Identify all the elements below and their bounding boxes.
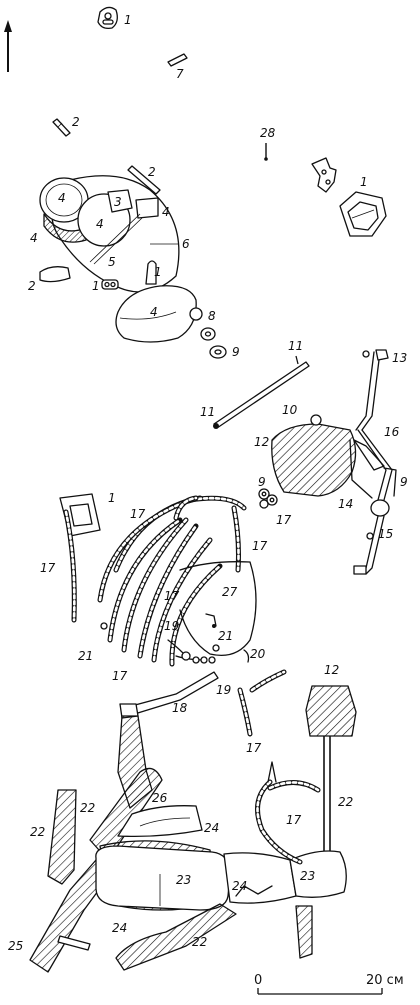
object-25	[57, 935, 91, 951]
vessel-12-hatched	[271, 414, 357, 497]
beam-22-bottom	[115, 903, 237, 971]
label-1-mid: 1	[108, 491, 116, 505]
label-12-upper: 12	[254, 435, 269, 449]
label-1-small: 1	[92, 279, 100, 293]
label-18: 18	[172, 701, 188, 715]
label-22-left: 22	[30, 825, 45, 839]
find-1-top	[97, 6, 118, 30]
label-17-rings: 17	[276, 513, 292, 527]
label-19-top: 19	[164, 619, 179, 633]
label-22-right: 22	[338, 795, 353, 809]
find-ornament-upper-right	[311, 157, 337, 193]
find-1-hook	[145, 260, 157, 285]
label-9-right: 9	[400, 475, 408, 489]
label-26: 26	[152, 791, 168, 805]
label-4-c: 4	[162, 205, 170, 219]
label-24-bottom: 24	[112, 921, 127, 935]
label-4-b: 4	[96, 217, 104, 231]
find-2-lower	[39, 266, 71, 283]
label-8: 8	[208, 309, 216, 323]
label-2-upper: 2	[72, 115, 80, 129]
scale-start-label: 0	[254, 973, 262, 988]
label-17-bottom-left: 17	[112, 669, 128, 683]
label-19-lower: 19	[216, 683, 231, 697]
label-1-hook: 1	[154, 265, 162, 279]
scale-bar	[257, 988, 383, 995]
label-22-bottom: 22	[192, 935, 207, 949]
rod-10	[213, 355, 310, 429]
rings-9-17	[258, 488, 278, 509]
object-27	[179, 561, 257, 657]
find-1-small	[101, 279, 119, 290]
find-1-buckle-right	[339, 191, 387, 237]
vessel-23-24	[95, 840, 347, 911]
label-17-lower: 17	[246, 741, 262, 755]
label-4-a: 4	[58, 191, 66, 205]
rings-8-9	[200, 327, 227, 359]
label-11-left: 11	[200, 405, 215, 419]
label-1-top: 1	[124, 13, 132, 27]
label-24-mid: 24	[232, 879, 247, 893]
label-2-lower: 2	[28, 279, 36, 293]
label-11-top: 11	[288, 339, 303, 353]
find-2-cluster	[127, 165, 161, 195]
vessel-4-lower	[115, 285, 203, 343]
braids-17	[63, 495, 247, 667]
label-21-left: 21	[78, 649, 93, 663]
label-13: 13	[392, 351, 407, 365]
north-arrow-icon	[4, 20, 12, 72]
label-25: 25	[8, 939, 23, 953]
scale-end-label: 20 см	[366, 973, 404, 988]
label-24-top: 24	[204, 821, 219, 835]
label-5: 5	[108, 255, 116, 269]
find-7	[167, 53, 188, 67]
label-16: 16	[384, 425, 400, 439]
label-22-mid: 22	[80, 801, 95, 815]
label-14: 14	[338, 497, 353, 511]
label-17-right: 17	[252, 539, 268, 553]
strap-13-16	[349, 349, 397, 575]
label-27: 27	[222, 585, 238, 599]
label-17-top: 17	[130, 507, 146, 521]
braid-17-lower-right	[255, 761, 321, 865]
finds-19-21	[100, 622, 250, 664]
label-1-right: 1	[360, 175, 368, 189]
label-12-lower: 12	[324, 663, 339, 677]
label-23-left: 23	[176, 873, 191, 887]
label-20: 20	[250, 647, 266, 661]
label-6: 6	[182, 237, 190, 251]
label-9-mid: 9	[258, 475, 266, 489]
label-2-cluster: 2	[148, 165, 156, 179]
find-2-upper	[52, 118, 71, 137]
label-17-lower-right: 17	[286, 813, 302, 827]
find-28	[264, 143, 268, 161]
label-7: 7	[176, 67, 184, 81]
label-15: 15	[378, 527, 393, 541]
label-10: 10	[282, 403, 298, 417]
braid-19-17-lower	[237, 669, 287, 737]
label-3: 3	[114, 195, 122, 209]
label-9-upper: 9	[232, 345, 240, 359]
strap-18	[119, 671, 219, 719]
label-17-center: 17	[164, 589, 180, 603]
label-23-right: 23	[300, 869, 315, 883]
label-4-lower: 4	[150, 305, 158, 319]
label-17-left: 17	[40, 561, 56, 575]
label-21-right: 21	[218, 629, 233, 643]
beam-22-middle	[89, 767, 163, 861]
vessel-12-lower	[305, 685, 357, 856]
beam-22-right-bottom	[295, 905, 313, 959]
label-4-d: 4	[30, 231, 38, 245]
object-26	[117, 805, 203, 838]
label-28: 28	[260, 126, 276, 140]
